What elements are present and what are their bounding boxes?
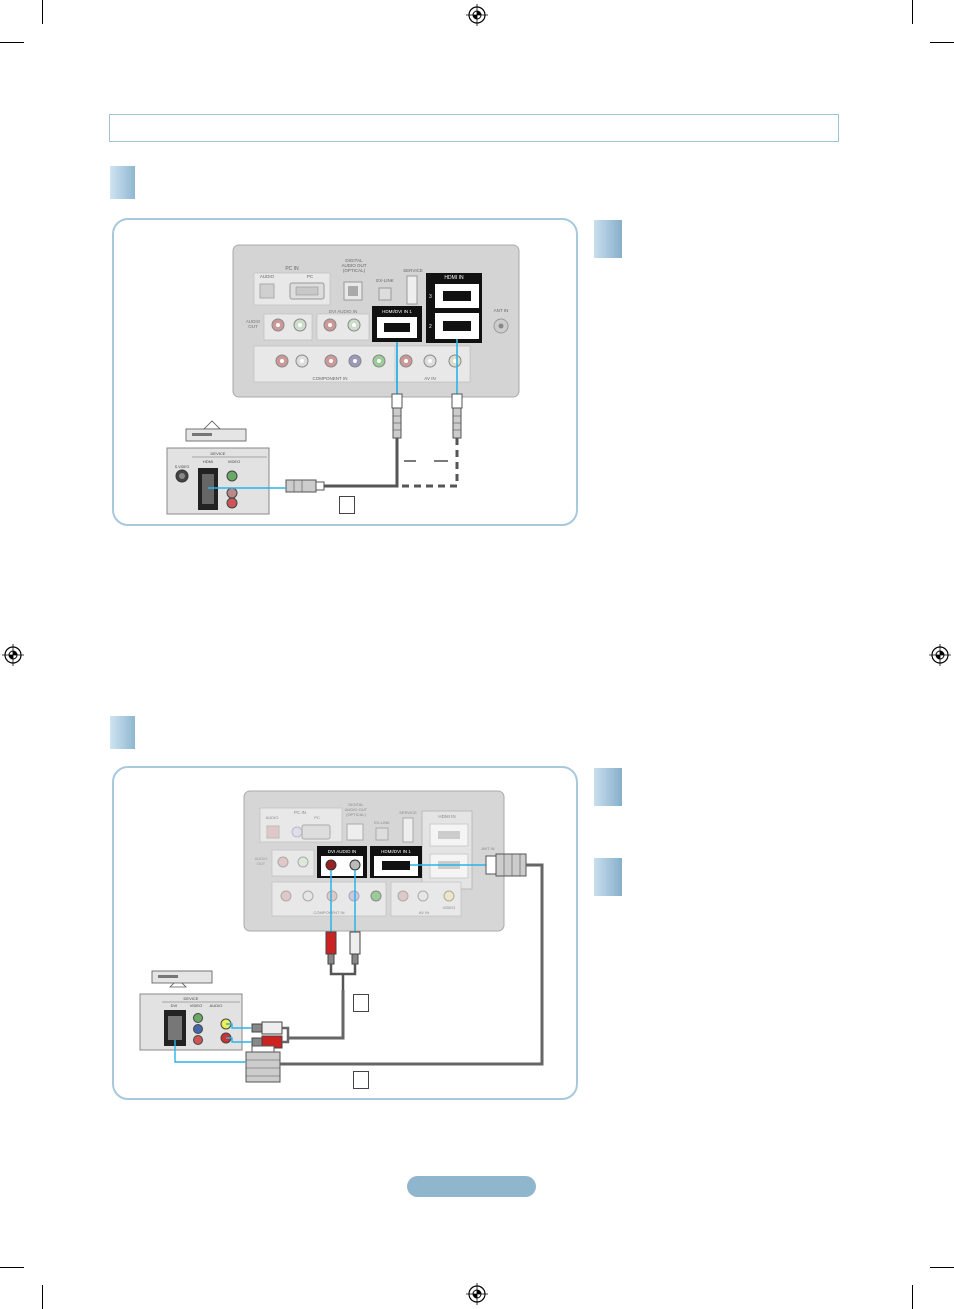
cable-number-box bbox=[339, 496, 355, 514]
step-badge bbox=[594, 768, 622, 806]
svg-text:EX-LINK: EX-LINK bbox=[374, 820, 390, 825]
label-digital-audio-out-1: DIGITAL bbox=[345, 258, 363, 263]
label-pc-in: PC IN bbox=[285, 266, 299, 272]
svg-text:(OPTICAL): (OPTICAL) bbox=[346, 812, 366, 817]
crop-mark bbox=[930, 42, 954, 43]
svg-text:AUDIO: AUDIO bbox=[255, 856, 268, 861]
crop-mark bbox=[42, 0, 43, 24]
svg-text:OUT: OUT bbox=[257, 861, 266, 866]
label-audio-out-1: AUDIO bbox=[246, 319, 261, 324]
svg-text:HDMI/DVI IN 1: HDMI/DVI IN 1 bbox=[381, 849, 411, 854]
svg-text:AV IN: AV IN bbox=[419, 910, 429, 915]
device2-header: DEVICE bbox=[184, 996, 199, 1001]
label-audio: AUDIO bbox=[260, 274, 275, 279]
crop-mark bbox=[912, 1285, 913, 1309]
device2-dvi-label: DVI bbox=[171, 1003, 178, 1008]
registration-mark-icon bbox=[929, 644, 951, 666]
step-badge bbox=[594, 858, 622, 896]
device2-video-label: VIDEO bbox=[190, 1003, 202, 1008]
svg-text:AUDIO OUT: AUDIO OUT bbox=[345, 807, 368, 812]
tv-rear-panel-diagram-2: PC IN AUDIO PC DIGITAL AUDIO OUT (OPTICA… bbox=[139, 790, 544, 1083]
svg-text:COMPONENT IN: COMPONENT IN bbox=[313, 910, 344, 915]
svg-text:2: 2 bbox=[429, 324, 432, 330]
svg-text:HDMI IN: HDMI IN bbox=[438, 814, 455, 819]
svg-text:PC: PC bbox=[314, 815, 320, 820]
label-hdmi-in: HDMI IN bbox=[444, 275, 464, 281]
device1-header: DEVICE bbox=[211, 451, 226, 456]
registration-mark-icon bbox=[466, 4, 488, 26]
device2-audio-label: AUDIO bbox=[210, 1003, 223, 1008]
crop-mark bbox=[42, 1285, 43, 1309]
svg-text:OUT: OUT bbox=[248, 324, 258, 329]
svg-text:AUDIO OUT: AUDIO OUT bbox=[341, 263, 366, 268]
registration-mark-icon bbox=[466, 1283, 488, 1305]
crop-mark bbox=[912, 0, 913, 24]
svg-text:DIGITAL: DIGITAL bbox=[348, 802, 364, 807]
svg-text:VIDEO: VIDEO bbox=[443, 905, 455, 910]
tv-rear-panel-diagram-1: PC IN AUDIO PC DIGITAL AUDIO OUT (OPTICA… bbox=[166, 244, 520, 515]
svg-text:AUDIO: AUDIO bbox=[266, 815, 279, 820]
device1-s-video-label: S-VIDEO bbox=[175, 465, 190, 469]
label-ant-in: ANT IN bbox=[494, 308, 509, 313]
registration-mark-icon bbox=[2, 644, 24, 666]
label-ex-link: EX-LINK bbox=[376, 278, 394, 283]
svg-text:DVI AUDIO IN: DVI AUDIO IN bbox=[328, 849, 357, 854]
section-marker bbox=[110, 166, 135, 199]
section-marker bbox=[110, 716, 135, 749]
label-pc: PC bbox=[307, 274, 314, 279]
label-service: SERVICE bbox=[403, 268, 423, 273]
label-hdmi-dvi-in-1: HDMI/DVI IN 1 bbox=[382, 309, 412, 314]
crop-mark bbox=[930, 1267, 954, 1268]
cable-number-box bbox=[353, 1071, 369, 1089]
label-av-in: AV IN bbox=[424, 376, 435, 381]
label-dvi-audio-in: DVI AUDIO IN bbox=[329, 309, 358, 314]
label-component-in: COMPONENT IN bbox=[313, 376, 348, 381]
cable-number-box bbox=[353, 994, 369, 1012]
svg-text:3: 3 bbox=[429, 294, 432, 300]
svg-text:SERVICE: SERVICE bbox=[399, 810, 417, 815]
device1-hdmi-label: HDMI bbox=[203, 459, 213, 464]
svg-text:(OPTICAL): (OPTICAL) bbox=[343, 268, 366, 273]
page-number-pill bbox=[407, 1176, 536, 1197]
page-title-bar bbox=[109, 114, 839, 142]
crop-mark bbox=[0, 42, 24, 43]
step-badge bbox=[594, 220, 622, 258]
svg-text:PC IN: PC IN bbox=[294, 810, 306, 815]
crop-mark bbox=[0, 1267, 24, 1268]
device1-video-label: VIDEO bbox=[228, 459, 240, 464]
svg-text:ANT IN: ANT IN bbox=[481, 846, 494, 851]
